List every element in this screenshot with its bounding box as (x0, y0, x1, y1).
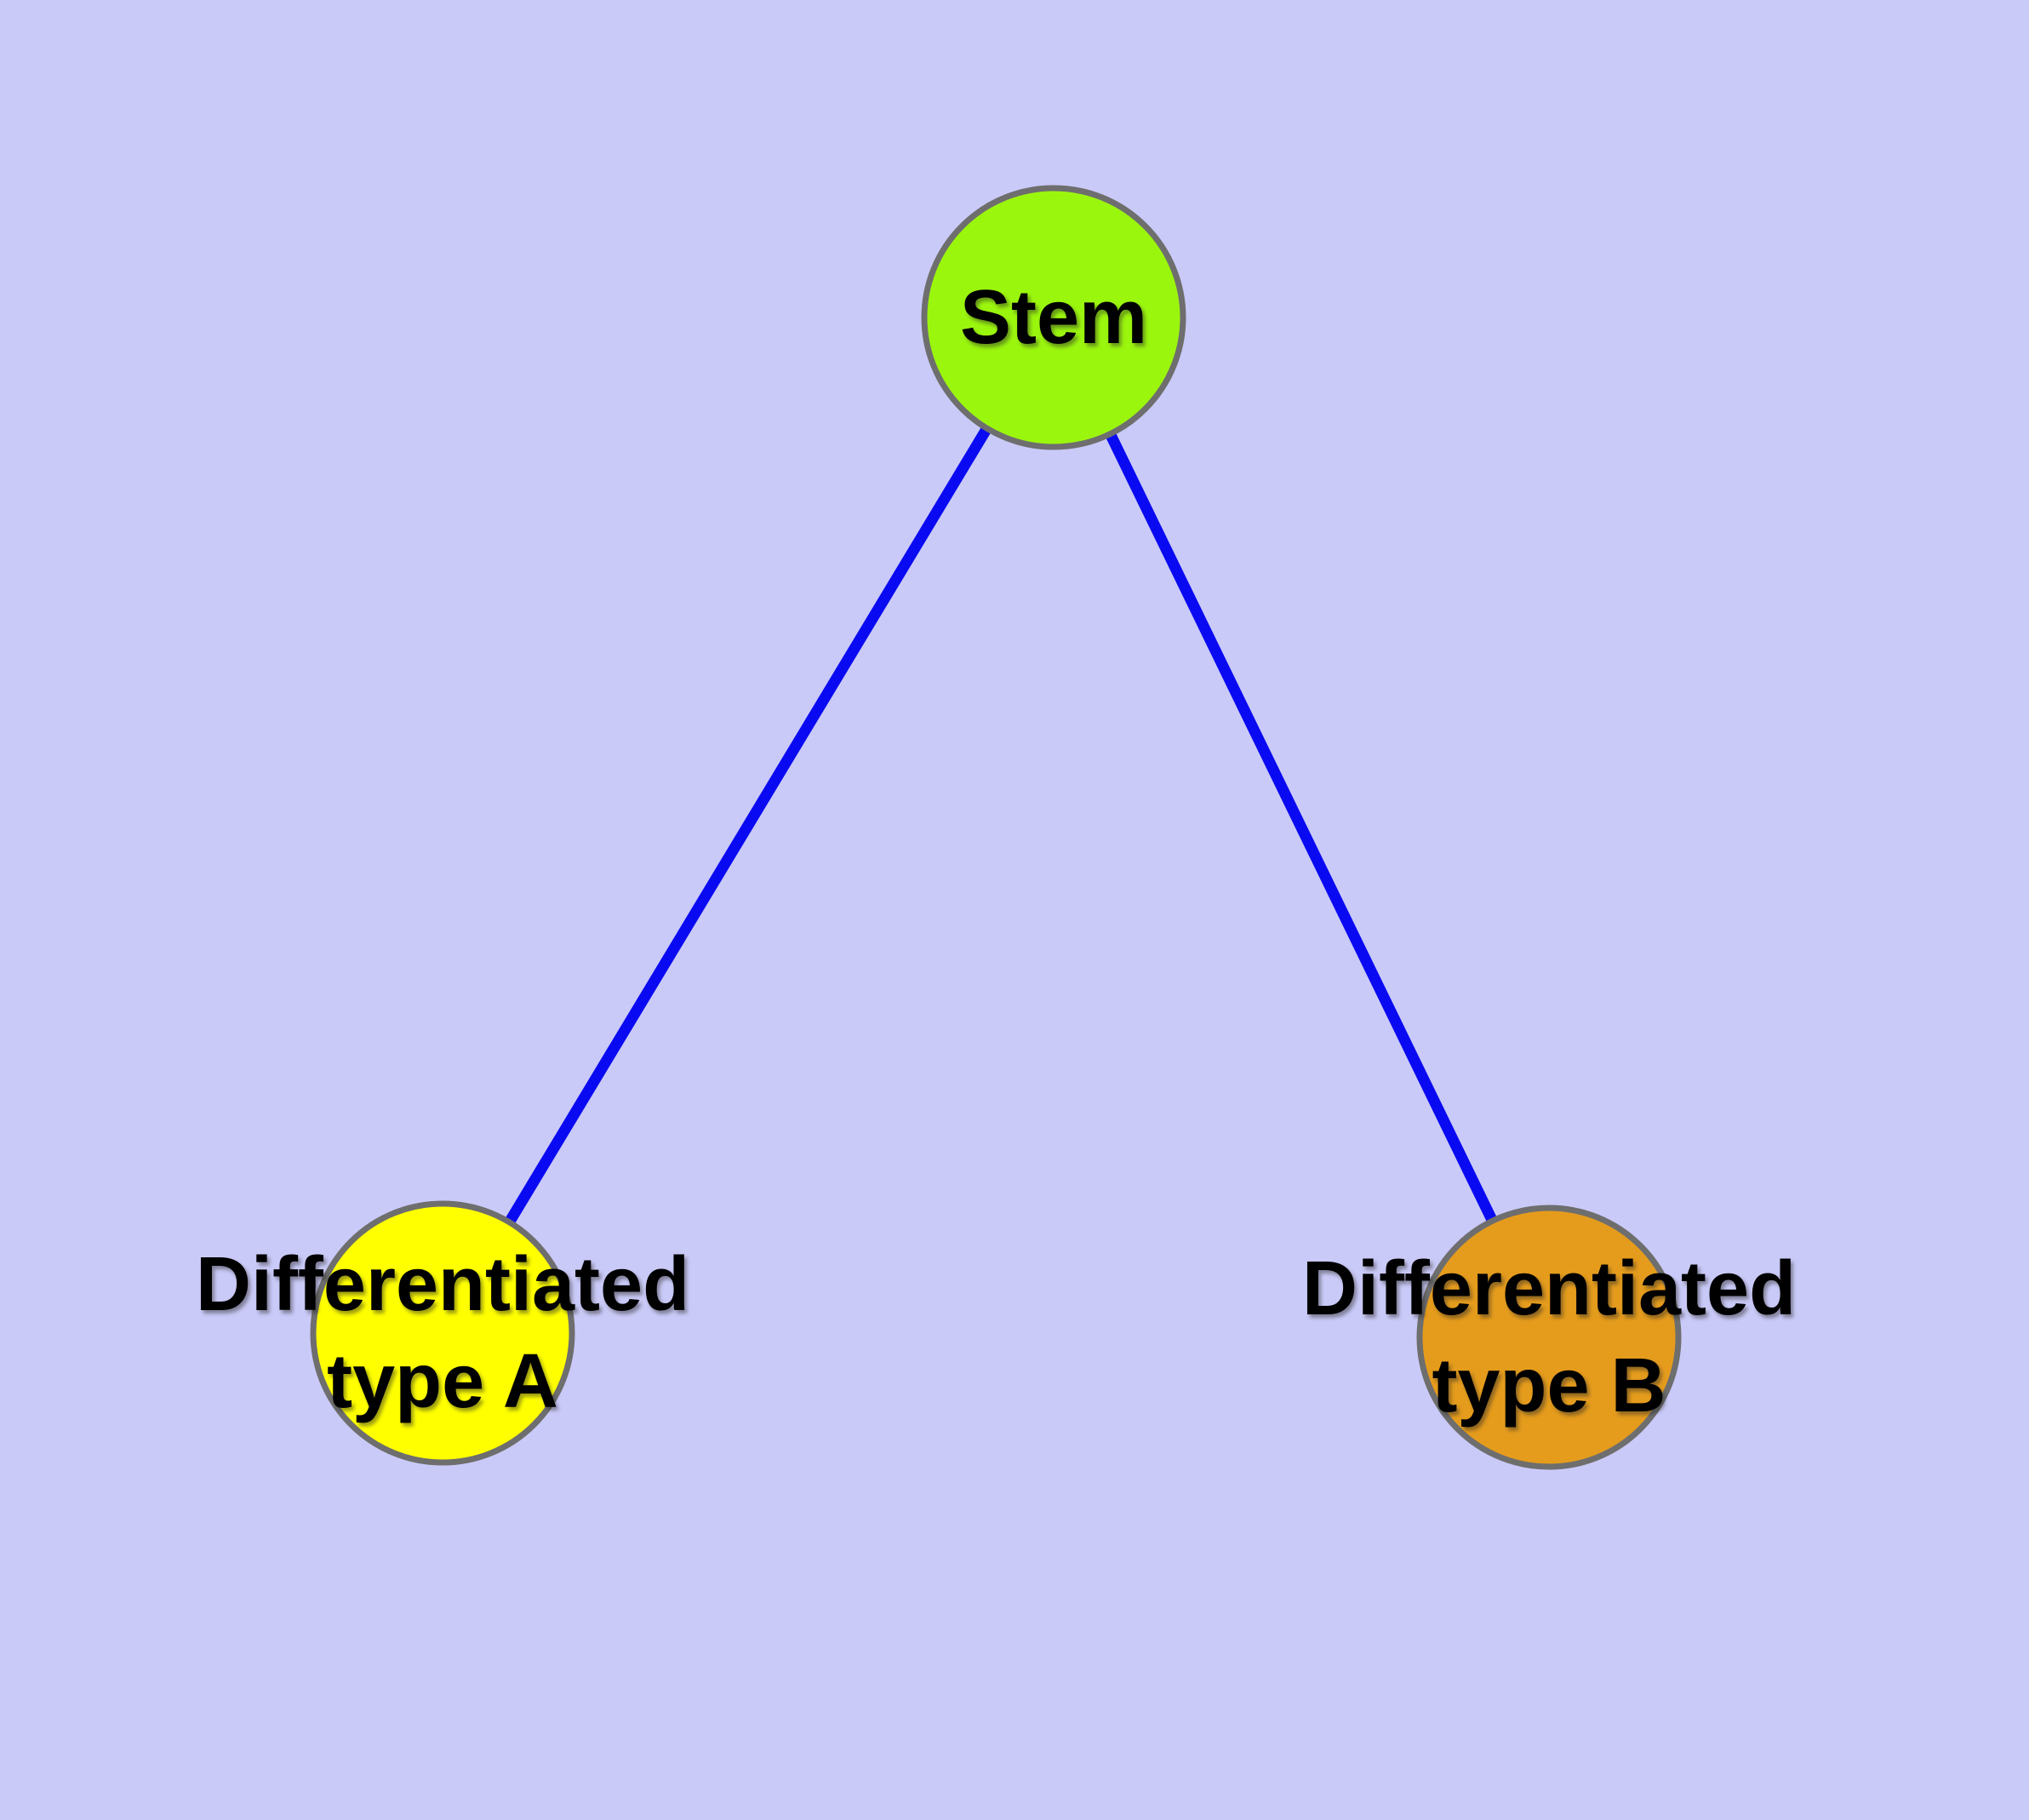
edge-stem-to-type-a (437, 314, 1059, 1336)
node-circle-type-a (310, 1200, 575, 1466)
node-circle-type-b (1416, 1205, 1682, 1470)
node-circle-stem (921, 185, 1186, 450)
edge-stem-to-type-b (1049, 315, 1554, 1340)
